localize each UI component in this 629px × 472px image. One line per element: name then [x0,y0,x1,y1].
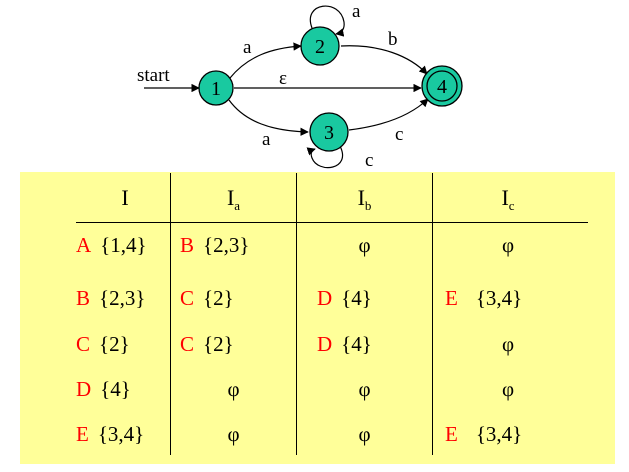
table-cell: B{2,3} [76,286,146,310]
transition-table: I Ia Ib Ic A{1,4} B{2,3} φ φ B{2,3} C{2}… [20,172,615,464]
table-cell: φ [227,377,240,401]
node-2 [300,26,340,66]
node-3-label: 3 [324,122,334,144]
edge-label-3-self: c [365,150,373,171]
table-cell: C{2} [180,286,234,310]
header-I: I [121,185,129,210]
column-divider [296,173,297,455]
nfa-diagram: start a a b ε a c c 1 2 3 4 [137,1,463,171]
edge-label-1-4: ε [279,68,287,89]
edge-label-1-2: a [243,37,252,58]
node-2-label: 2 [315,36,325,58]
node-1-label: 1 [211,78,221,100]
table-cell: φ [358,422,371,446]
start-label: start [137,65,170,86]
table-cell: E{3,4} [76,422,145,446]
edge-label-2-4: b [388,29,398,50]
table-cell: C{2} [76,332,130,356]
table-cell: φ [501,332,515,356]
edge-1-2 [229,42,302,79]
table-cell: B{2,3} [180,233,250,257]
header-Ib: Ib [357,185,372,213]
node-1 [198,70,234,106]
table-cell: φ [501,377,515,401]
table-cell: D{4} [317,286,372,310]
table-cell: D{4} [76,377,131,401]
table-row: E{3,4} φ φ E{3,4} [20,414,615,454]
edge-2-self-loop [309,5,345,37]
edge-2-4 [340,45,428,75]
table-row: C{2} C{2} D{4} φ [20,324,615,364]
node-3 [309,112,349,152]
header-Ia: Ia [226,185,241,213]
edge-3-4 [348,98,429,131]
table-row: D{4} φ φ φ [20,369,615,409]
table-row: A{1,4} B{2,3} φ φ [20,225,615,265]
table-cell: E{3,4} [445,286,523,310]
edge-1-3 [228,99,309,136]
table-row: B{2,3} C{2} D{4} E{3,4} [20,278,615,318]
node-4-label: 4 [437,76,447,98]
edge-label-1-3: a [262,129,271,150]
table-cell: A{1,4} [76,233,147,257]
header-Ic: Ic [501,185,515,213]
table-cell: φ [358,233,371,257]
table-cell: C{2} [180,332,234,356]
column-divider [170,173,171,455]
table-cell: φ [227,422,240,446]
table-cell: E{3,4} [445,422,523,446]
table-cell: φ [358,377,371,401]
edge-label-2-self: a [352,1,361,22]
table-cell: φ [501,233,515,257]
column-divider [432,173,433,455]
header-divider [76,222,588,223]
edge-3-self-loop [306,145,343,169]
edge-label-3-4: c [395,124,403,145]
table-cell: D{4} [317,332,372,356]
node-4-inner [426,70,458,102]
